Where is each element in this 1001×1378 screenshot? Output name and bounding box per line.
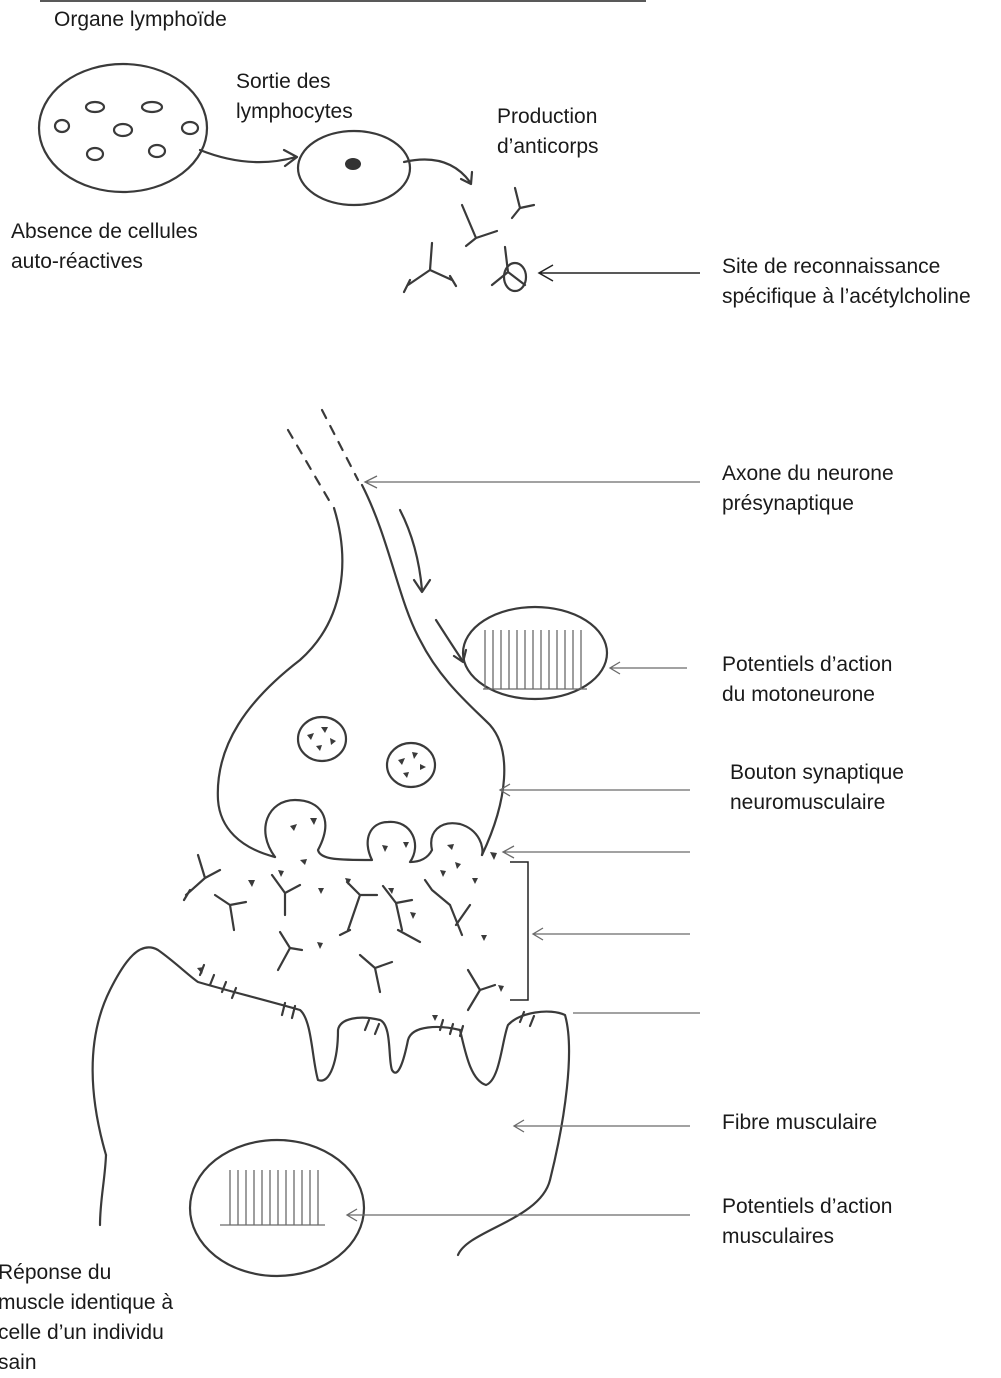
arrow-to-lymphocyte [200, 150, 297, 166]
label-motoneuron-ap: Potentiels d’action du motoneurone [722, 650, 892, 710]
muscle-ap-box [190, 1140, 364, 1276]
label-synaptic-bouton: Bouton synaptique neuromusculaire [730, 758, 904, 818]
label-muscle-response: Réponse du muscle identique à celle d’un… [0, 1258, 173, 1378]
label-organ: Organe lymphoïde [54, 5, 227, 35]
label-recognition-site: Site de reconnaissance spécifique à l’ac… [722, 252, 971, 312]
lymphoid-organ [39, 64, 207, 192]
muscle-fiber [93, 947, 569, 1255]
motoneuron-ap-box [463, 607, 607, 699]
site-pointer [539, 265, 700, 281]
arrow-to-antibodies [404, 160, 472, 185]
label-lymphocyte-exit: Sortie des lymphocytes [236, 67, 353, 127]
synaptic-vesicles [298, 717, 435, 787]
label-muscle-fiber: Fibre musculaire [722, 1108, 877, 1138]
lymphocyte [298, 131, 410, 205]
label-antibody-production: Production d’anticorps [497, 102, 599, 162]
cleft-antibodies [184, 855, 495, 1010]
free-antibodies [404, 188, 534, 292]
presynaptic-terminal [218, 410, 504, 862]
label-muscle-ap: Potentiels d’action musculaires [722, 1192, 892, 1252]
label-no-autoreactive: Absence de cellules auto-réactives [11, 217, 198, 277]
label-axon: Axone du neurone présynaptique [722, 459, 894, 519]
